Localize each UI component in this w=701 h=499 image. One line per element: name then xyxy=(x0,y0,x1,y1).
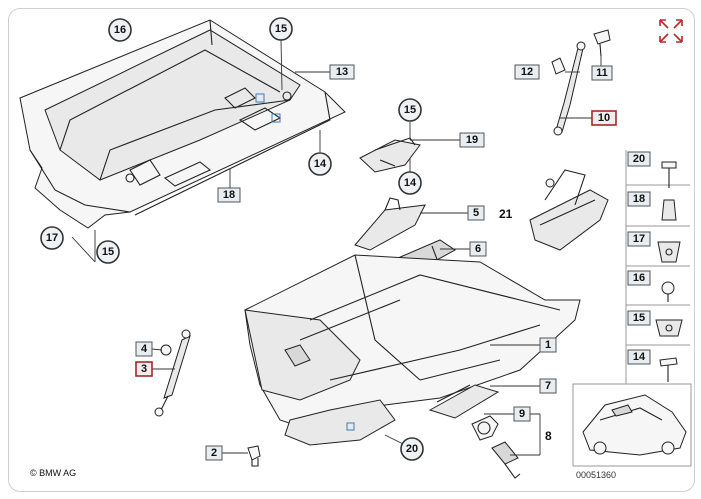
svg-text:16: 16 xyxy=(633,272,645,284)
box-13[interactable]: 13 xyxy=(329,64,355,80)
svg-text:20: 20 xyxy=(633,153,645,165)
box-7[interactable]: 7 xyxy=(539,378,557,394)
panel-box-18[interactable]: 18 xyxy=(627,191,651,207)
panel-box-20[interactable]: 20 xyxy=(627,151,651,167)
box-12[interactable]: 12 xyxy=(514,64,540,80)
ring-part-4 xyxy=(160,344,172,356)
svg-text:15: 15 xyxy=(633,312,645,324)
fastener-panel xyxy=(625,150,690,384)
svg-text:16: 16 xyxy=(114,24,126,36)
svg-text:19: 19 xyxy=(466,134,478,146)
box-6[interactable]: 6 xyxy=(469,241,487,257)
callout-15-top[interactable]: 15 xyxy=(269,17,293,41)
svg-text:5: 5 xyxy=(473,207,479,219)
label-8[interactable]: 8 xyxy=(545,429,552,443)
clip-part-12 xyxy=(551,57,566,75)
svg-text:18: 18 xyxy=(633,193,645,205)
latch-part-5 xyxy=(354,197,426,251)
box-11[interactable]: 11 xyxy=(591,65,613,81)
callout-15-left[interactable]: 15 xyxy=(96,240,120,264)
panel-box-16[interactable]: 16 xyxy=(627,270,651,286)
callout-14-top[interactable]: 14 xyxy=(308,152,332,176)
callout-20-bottom[interactable]: 20 xyxy=(400,437,424,461)
rod-part-10 xyxy=(553,41,586,136)
svg-text:12: 12 xyxy=(521,66,533,78)
callout-17[interactable]: 17 xyxy=(40,226,64,250)
callout-16[interactable]: 16 xyxy=(108,18,132,42)
hinge-part-21 xyxy=(529,169,609,251)
panel-box-15[interactable]: 15 xyxy=(627,310,651,326)
box-10[interactable]: 10 xyxy=(591,110,617,126)
bumper-part-2 xyxy=(247,445,261,467)
svg-text:1: 1 xyxy=(545,339,551,351)
callout-15-clip[interactable]: 15 xyxy=(398,98,422,122)
box-5[interactable]: 5 xyxy=(467,205,485,221)
box-3[interactable]: 3 xyxy=(135,361,153,377)
glovebox-main-part xyxy=(244,254,581,446)
label-21[interactable]: 21 xyxy=(499,207,513,221)
vehicle-location-panel xyxy=(572,383,692,467)
key-part-8 xyxy=(491,441,521,479)
svg-text:14: 14 xyxy=(633,351,646,363)
copyright-text: © BMW AG xyxy=(30,468,76,478)
leader-lines xyxy=(71,39,602,456)
panel-box-17[interactable]: 17 xyxy=(627,231,651,247)
svg-text:15: 15 xyxy=(275,23,287,35)
svg-text:17: 17 xyxy=(633,233,645,245)
callout-14-clip[interactable]: 14 xyxy=(398,171,422,195)
svg-text:17: 17 xyxy=(46,232,58,244)
svg-text:2: 2 xyxy=(211,447,217,459)
svg-text:4: 4 xyxy=(141,343,148,355)
svg-text:15: 15 xyxy=(102,246,114,258)
lock-part-9 xyxy=(471,415,499,441)
svg-text:14: 14 xyxy=(404,177,417,189)
svg-text:3: 3 xyxy=(141,363,147,375)
expand-arrows-icon[interactable] xyxy=(659,19,683,43)
svg-text:10: 10 xyxy=(598,112,610,124)
diagram-id: 00051360 xyxy=(576,470,616,480)
panel-box-14[interactable]: 14 xyxy=(627,349,651,365)
svg-text:11: 11 xyxy=(596,67,608,79)
svg-text:18: 18 xyxy=(223,189,235,201)
svg-text:6: 6 xyxy=(475,243,481,255)
box-18[interactable]: 18 xyxy=(217,187,241,203)
svg-text:20: 20 xyxy=(406,443,418,455)
svg-text:14: 14 xyxy=(314,158,327,170)
svg-text:9: 9 xyxy=(519,408,525,420)
box-2[interactable]: 2 xyxy=(205,445,223,461)
svg-text:13: 13 xyxy=(336,66,348,78)
svg-text:7: 7 xyxy=(545,380,551,392)
box-4[interactable]: 4 xyxy=(135,341,153,357)
strut-part-3 xyxy=(154,329,191,417)
screw-part-11 xyxy=(593,29,611,57)
box-1[interactable]: 1 xyxy=(539,337,557,353)
box-19[interactable]: 19 xyxy=(459,132,485,148)
svg-text:15: 15 xyxy=(404,104,416,116)
upper-frame-part xyxy=(19,19,346,229)
box-9[interactable]: 9 xyxy=(513,406,531,422)
handle-part-7 xyxy=(428,384,500,419)
clip-part-19 xyxy=(359,137,421,173)
